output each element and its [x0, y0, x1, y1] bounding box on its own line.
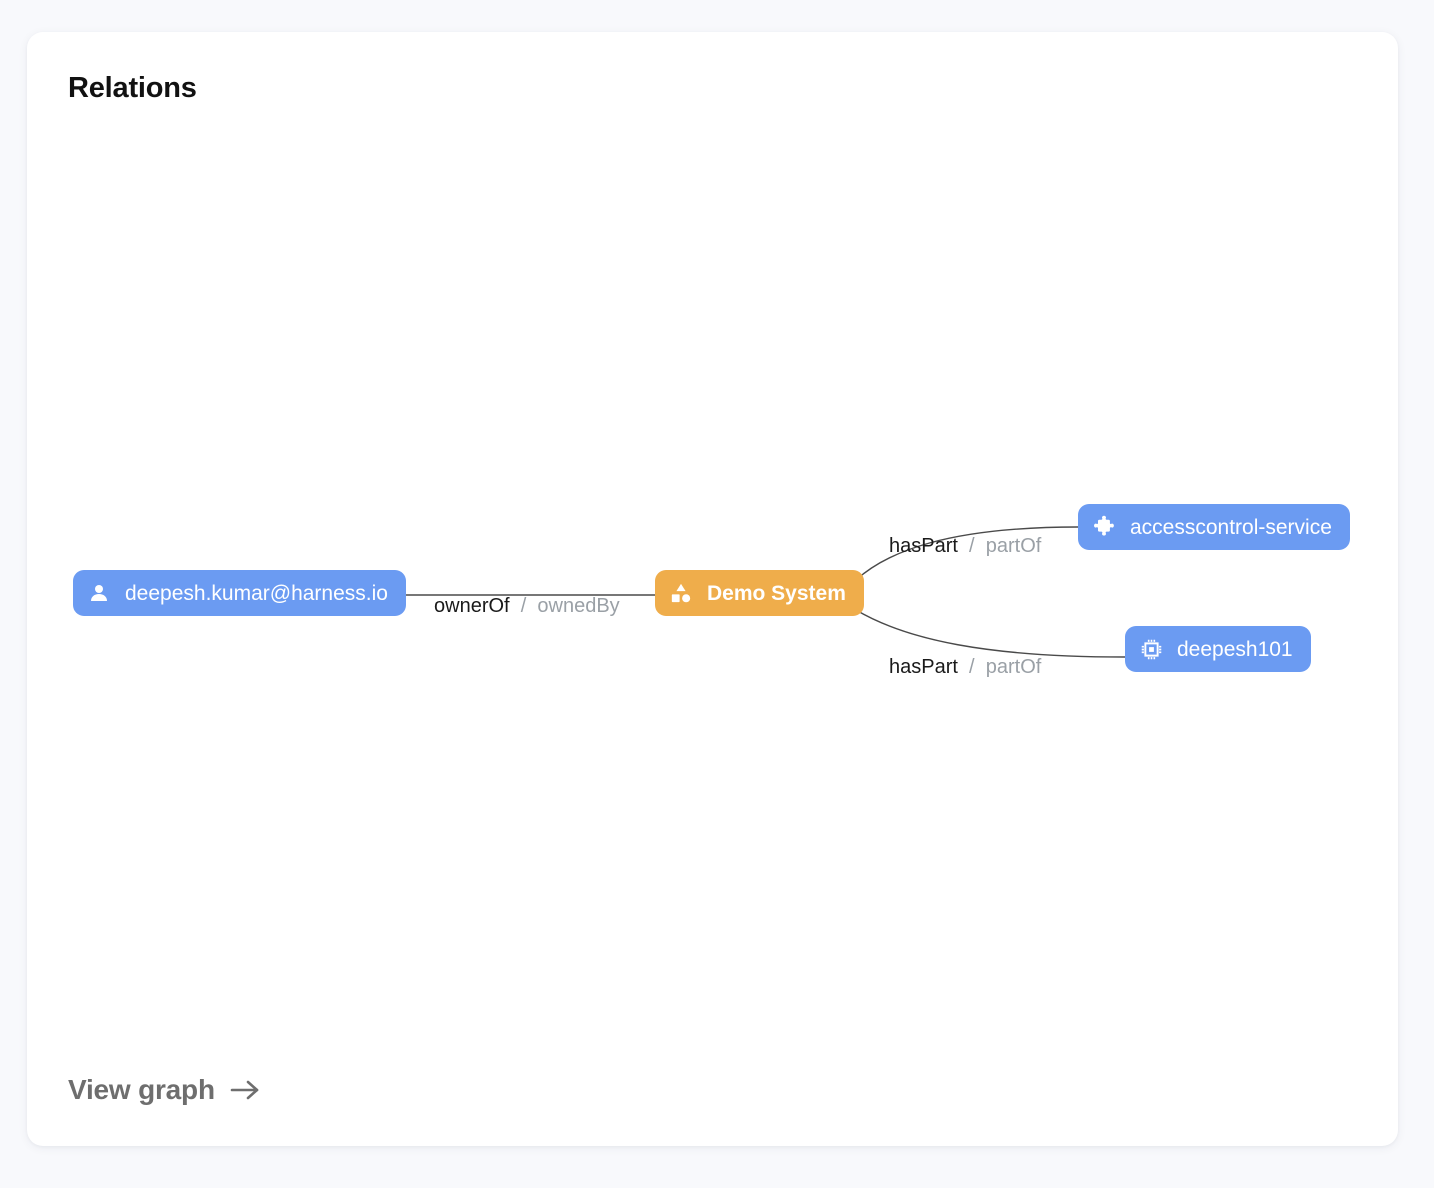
view-graph-link[interactable]: View graph	[68, 1074, 261, 1106]
edge-label-separator: /	[963, 656, 981, 678]
arrow-right-icon	[229, 1078, 261, 1102]
edge-label-haspart-resource: hasPart / partOf	[889, 657, 1041, 677]
edge-label-reverse: partOf	[985, 656, 1042, 678]
person-icon	[87, 581, 111, 605]
puzzle-piece-icon	[1092, 515, 1116, 539]
view-graph-label: View graph	[68, 1074, 215, 1105]
edge-label-haspart-component: hasPart / partOf	[889, 536, 1041, 556]
edge-label-ownerof: ownerOf / ownedBy	[434, 596, 620, 616]
graph-node-system[interactable]: Demo System	[655, 570, 864, 616]
edge-label-forward: hasPart	[889, 656, 958, 678]
shapes-icon	[669, 581, 693, 605]
graph-node-label: deepesh101	[1177, 637, 1293, 661]
edge-label-reverse: ownedBy	[537, 595, 620, 617]
chip-icon	[1139, 637, 1163, 661]
edge-label-separator: /	[515, 595, 532, 617]
graph-node-label: Demo System	[707, 581, 846, 605]
edge-haspart-2-line	[855, 609, 1126, 658]
edge-label-forward: hasPart	[889, 535, 958, 557]
edge-label-forward: ownerOf	[434, 595, 510, 617]
edge-label-separator: /	[963, 535, 981, 557]
graph-edges	[401, 526, 1126, 658]
relations-graph[interactable]: deepesh.kumar@harness.io Demo System acc…	[27, 32, 1398, 1146]
graph-node-label: deepesh.kumar@harness.io	[125, 581, 388, 605]
graph-node-user[interactable]: deepesh.kumar@harness.io	[73, 570, 406, 616]
graph-node-resource[interactable]: deepesh101	[1125, 626, 1311, 672]
edge-label-reverse: partOf	[985, 535, 1042, 557]
graph-node-label: accesscontrol-service	[1130, 515, 1332, 539]
relations-card: Relations deepesh.kumar@harness.io	[27, 32, 1398, 1146]
graph-node-component[interactable]: accesscontrol-service	[1078, 504, 1350, 550]
page-title: Relations	[68, 72, 197, 104]
edge-haspart-1-line	[855, 526, 1079, 581]
